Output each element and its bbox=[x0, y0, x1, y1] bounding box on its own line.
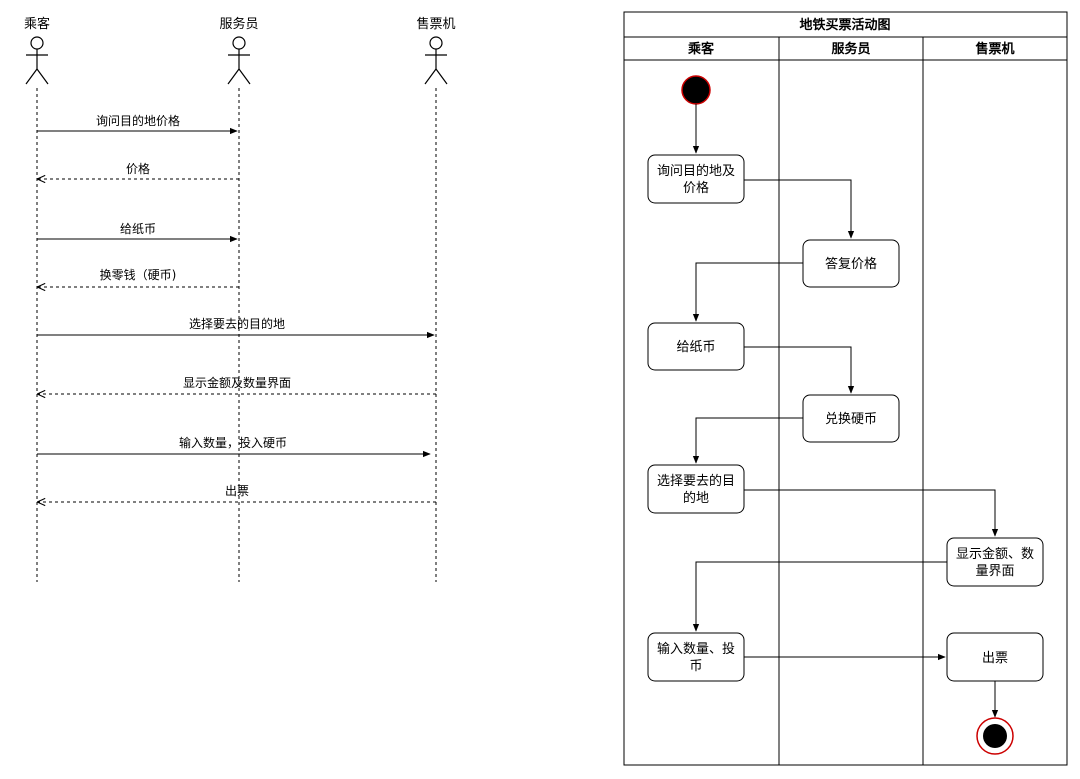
message-label: 给纸币 bbox=[120, 222, 156, 236]
end-node-icon bbox=[976, 717, 1014, 755]
action-node: 显示金额、数 量界面 bbox=[946, 537, 1044, 587]
action-label: 币 bbox=[689, 659, 702, 674]
action-label: 兑换硬币 bbox=[825, 412, 877, 427]
action-label: 出票 bbox=[982, 651, 1008, 666]
action-label: 选择要去的目 bbox=[657, 473, 735, 489]
message-7: 输入数量，投入硬币 bbox=[37, 435, 431, 458]
message-1: 询问目的地价格 bbox=[37, 113, 238, 135]
activity-diagram: 地铁买票活动图 乘客 服务员 售票机 询问目的地及 价格 答复价格 bbox=[623, 11, 1068, 766]
actor-ticket-machine: 售票机 bbox=[416, 16, 456, 582]
lane-header-attendant: 服务员 bbox=[831, 41, 870, 57]
flow-edge bbox=[692, 417, 803, 464]
flow-edge bbox=[692, 561, 947, 632]
action-node: 询问目的地及 价格 bbox=[647, 154, 745, 204]
actor-figure-icon bbox=[25, 36, 49, 85]
action-node: 给纸币 bbox=[647, 322, 745, 371]
message-8: 出票 bbox=[38, 484, 436, 502]
action-node: 输入数量、投 币 bbox=[647, 632, 745, 682]
message-label: 选择要去的目的地 bbox=[189, 316, 285, 331]
actor-figure-icon bbox=[227, 36, 251, 85]
action-label: 量界面 bbox=[975, 564, 1014, 579]
message-label: 换零钱（硬币) bbox=[100, 267, 177, 282]
actor-label: 服务员 bbox=[219, 16, 258, 32]
actor-label: 售票机 bbox=[416, 16, 455, 32]
action-node: 出票 bbox=[946, 632, 1044, 682]
action-label: 的地 bbox=[683, 490, 709, 506]
message-5: 选择要去的目的地 bbox=[37, 316, 435, 339]
message-3: 给纸币 bbox=[37, 222, 238, 243]
lane-header-passenger: 乘客 bbox=[687, 41, 715, 57]
message-2: 价格 bbox=[38, 161, 239, 179]
flow-edge bbox=[692, 262, 803, 322]
flow-edge bbox=[744, 346, 855, 394]
action-label: 给纸币 bbox=[676, 340, 715, 355]
message-label: 输入数量，投入硬币 bbox=[179, 435, 287, 450]
message-label: 显示金额及数量界面 bbox=[183, 375, 291, 390]
flow-edge bbox=[744, 179, 855, 239]
action-label: 询问目的地及 bbox=[657, 163, 735, 179]
start-node-icon bbox=[681, 75, 711, 105]
flow-edge bbox=[744, 489, 999, 537]
message-label: 价格 bbox=[126, 161, 150, 176]
action-label: 价格 bbox=[683, 180, 709, 196]
diagram-title: 地铁买票活动图 bbox=[799, 17, 890, 33]
sequence-diagram: 乘客 服务员 售票机 bbox=[24, 16, 456, 582]
actor-passenger: 乘客 bbox=[24, 16, 50, 582]
message-6: 显示金额及数量界面 bbox=[38, 375, 436, 394]
message-4: 换零钱（硬币) bbox=[38, 267, 239, 287]
control-flows bbox=[692, 104, 999, 718]
lane-header-ticket-machine: 售票机 bbox=[975, 41, 1014, 57]
actor-figure-icon bbox=[424, 36, 448, 85]
action-node: 兑换硬币 bbox=[802, 394, 900, 443]
message-label: 询问目的地价格 bbox=[96, 113, 180, 128]
message-label: 出票 bbox=[225, 484, 249, 498]
action-node: 答复价格 bbox=[802, 239, 900, 288]
action-label: 输入数量、投 bbox=[657, 641, 735, 657]
actor-label: 乘客 bbox=[24, 16, 50, 32]
action-node: 选择要去的目 的地 bbox=[647, 464, 745, 514]
action-label: 答复价格 bbox=[825, 256, 877, 272]
action-label: 显示金额、数 bbox=[956, 546, 1034, 562]
